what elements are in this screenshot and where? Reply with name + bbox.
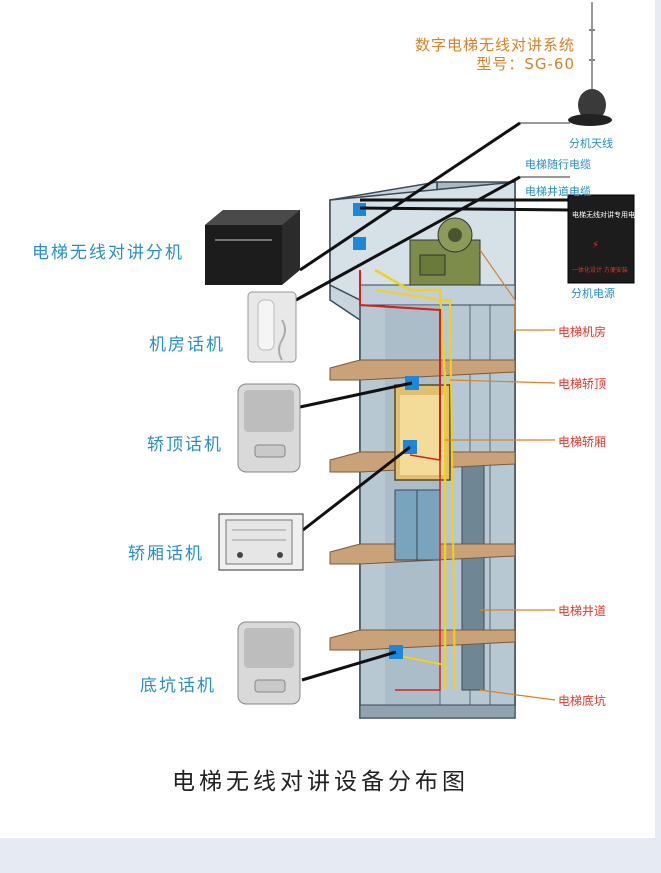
system-title: 数字电梯无线对讲系统 [414, 36, 575, 54]
pit-label: 电梯底坑 [558, 694, 607, 708]
pit-phone-label: 底坑话机 [140, 676, 216, 696]
shaft-label: 电梯井道 [558, 604, 607, 618]
extension-label: 电梯无线对讲分机 [32, 243, 184, 263]
system-model: 型号：SG-60 [476, 55, 575, 73]
node-machine-phone [353, 237, 366, 250]
svg-text:⚡: ⚡ [592, 240, 599, 251]
car-label: 电梯轿厢 [558, 435, 607, 449]
cables [359, 268, 456, 691]
car-top-label: 电梯轿顶 [558, 377, 607, 391]
machine-room-phone-label: 机房话机 [149, 335, 225, 355]
pit-speaker-icon [237, 621, 301, 705]
left-leaders [295, 121, 571, 682]
floor-slabs [329, 359, 516, 651]
diagram-caption: 电梯无线对讲设备分布图 [172, 769, 469, 795]
handset-icon [247, 291, 297, 363]
power-supply-sub-text: 一体化设计 方便安装 [572, 267, 628, 274]
power-supply: ⚡ [567, 194, 635, 284]
antenna-label: 分机天线 [569, 137, 613, 150]
car-top-speaker-icon [237, 383, 301, 473]
traveling-cable-label: 电梯随行电缆 [525, 158, 591, 171]
power-label: 分机电源 [571, 287, 615, 300]
right-leaders [445, 249, 556, 701]
car-panel-icon [218, 513, 304, 571]
node-extension [353, 203, 366, 216]
car-top-phone-label: 轿顶话机 [147, 435, 223, 455]
shaft-cable-label: 电梯井道电缆 [525, 185, 591, 198]
power-supply-face-text: 电梯无线对讲专用电源 [572, 211, 642, 219]
antenna-icon [568, 2, 612, 126]
bottom-bar [0, 838, 661, 873]
top-callout-lines [520, 122, 570, 178]
extension-unit [205, 210, 300, 285]
machine-room-label: 电梯机房 [558, 325, 607, 339]
car-phone-label: 轿厢话机 [128, 544, 204, 564]
traction-machine-icon [409, 217, 481, 286]
